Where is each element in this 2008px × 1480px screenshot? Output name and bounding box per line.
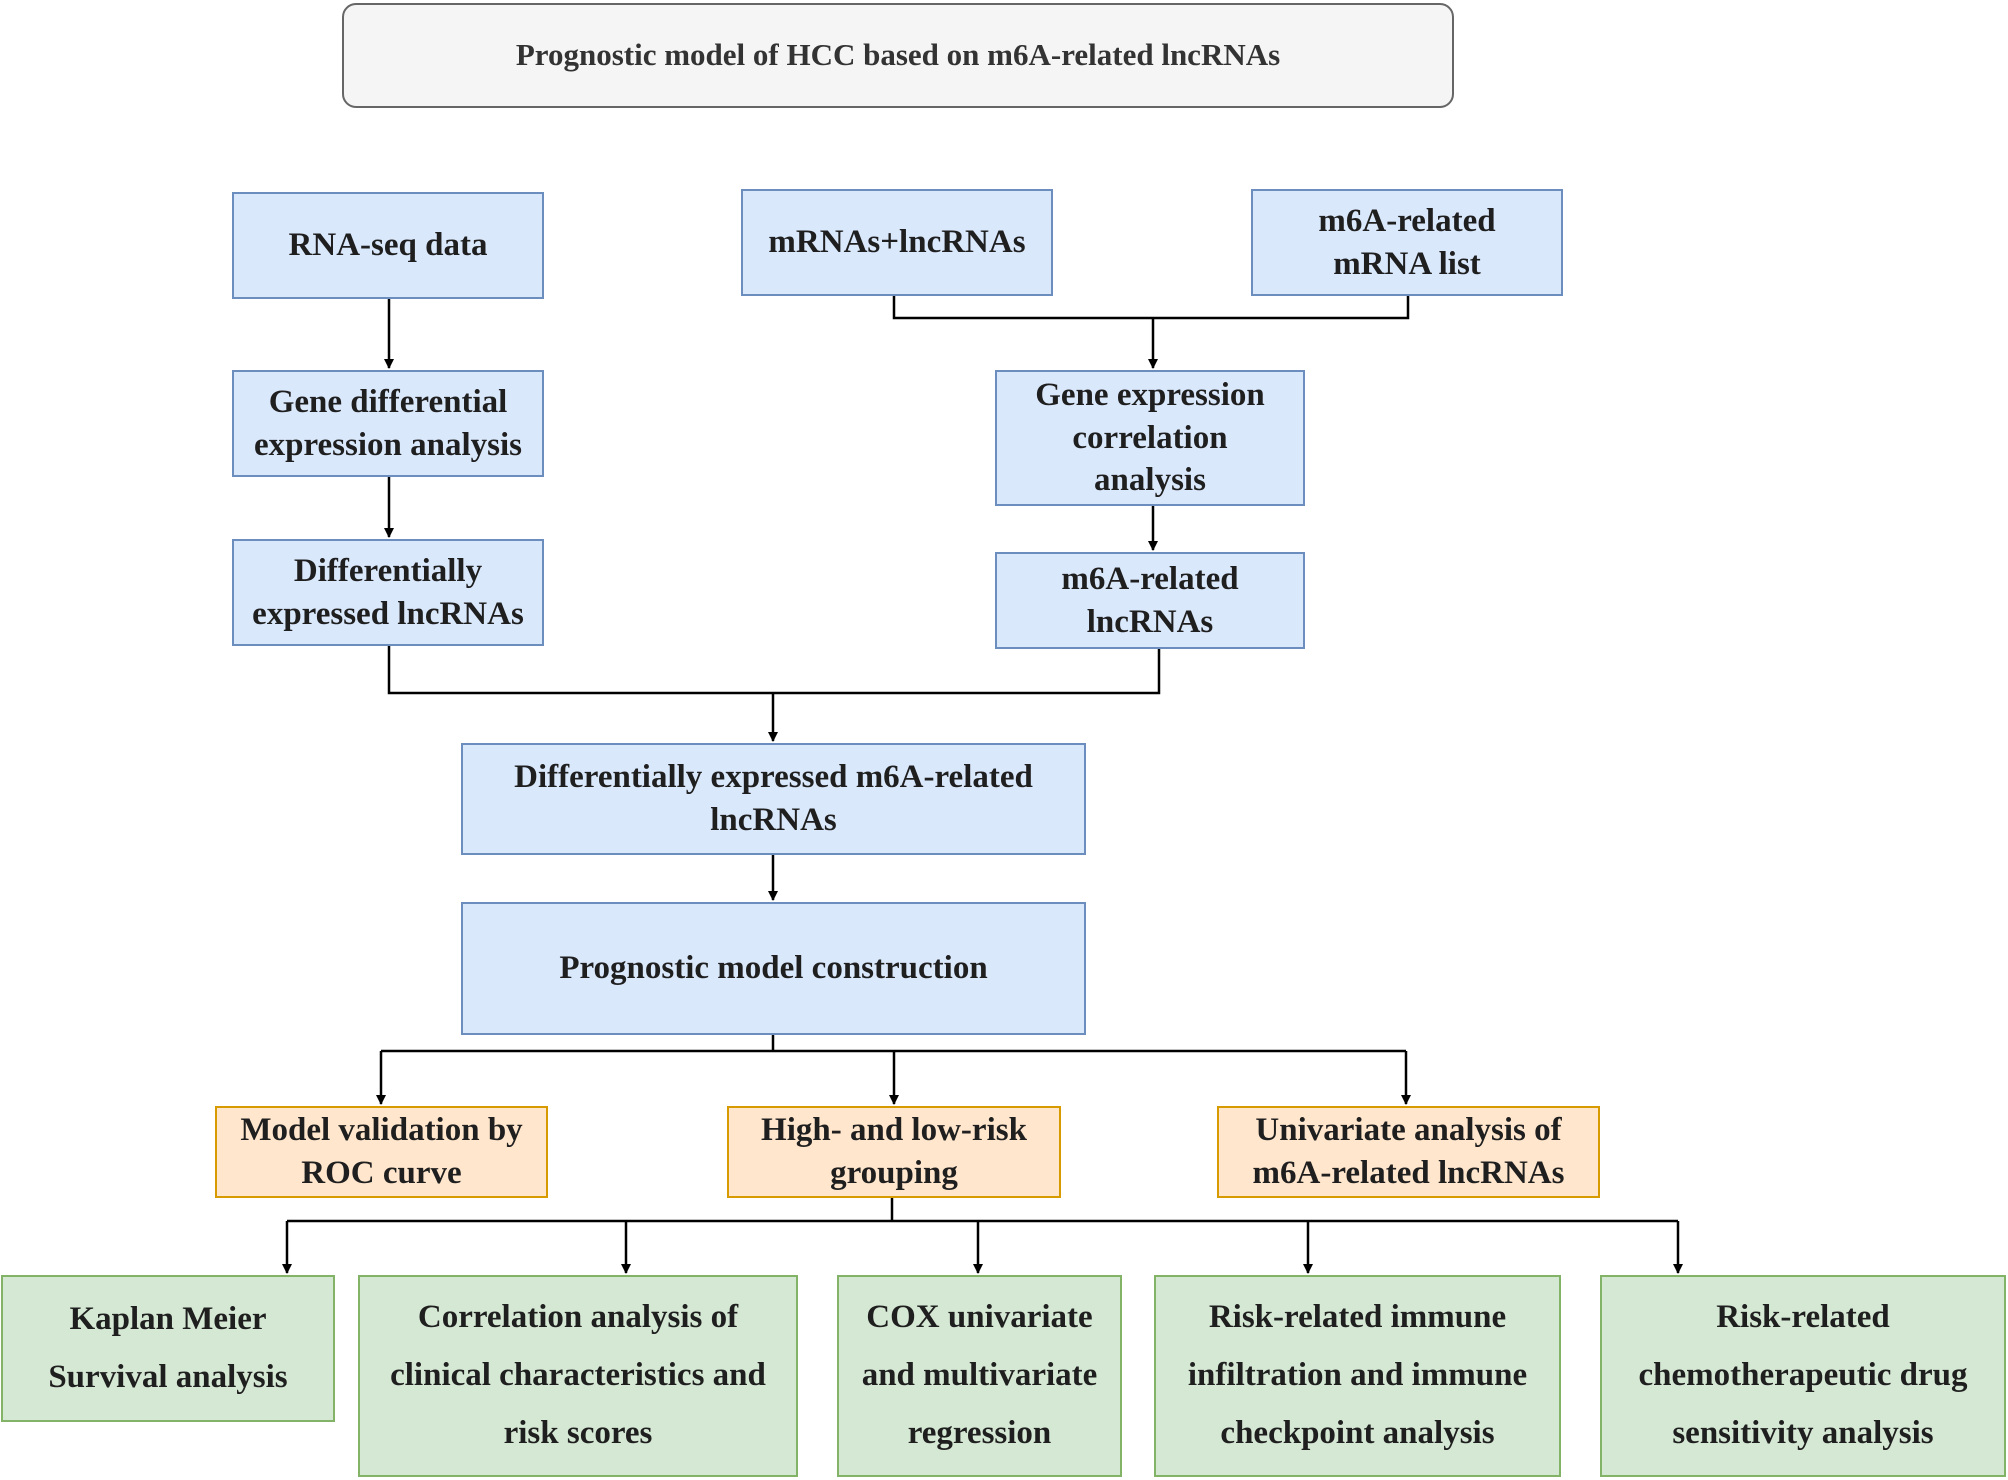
node-rna-seq-data: RNA-seq data [232, 192, 544, 299]
node-gene-differential-expression: Gene differential expression analysis [232, 370, 544, 477]
node-univariate-analysis: Univariate analysis of m6A-related lncRN… [1217, 1106, 1600, 1198]
node-m6a-related-lncrnas: m6A-related lncRNAs [995, 552, 1305, 649]
node-diff-expressed-m6a-lncrnas: Differentially expressed m6A-related lnc… [461, 743, 1086, 855]
node-roc-validation: Model validation by ROC curve [215, 1106, 548, 1198]
node-immune-infiltration: Risk-related immune infiltration and imm… [1154, 1275, 1561, 1477]
node-drug-sensitivity: Risk-related chemotherapeutic drug sensi… [1600, 1275, 2006, 1477]
node-gene-expression-correlation: Gene expression correlation analysis [995, 370, 1305, 506]
node-mrnas-lncrnas: mRNAs+lncRNAs [741, 189, 1053, 296]
node-cox-regression: COX univariate and multivariate regressi… [837, 1275, 1122, 1477]
node-kaplan-meier: Kaplan Meier Survival analysis [1, 1275, 335, 1422]
node-prognostic-model-construction: Prognostic model construction [461, 902, 1086, 1035]
node-clinical-correlation: Correlation analysis of clinical charact… [358, 1275, 798, 1477]
diagram-title: Prognostic model of HCC based on m6A-rel… [342, 3, 1454, 108]
connector-mrna-lnc-down [892, 296, 1410, 320]
node-differentially-expressed-lncrnas: Differentially expressed lncRNAs [232, 539, 544, 646]
node-risk-grouping: High- and low-risk grouping [727, 1106, 1061, 1198]
node-m6a-mrna-list: m6A-related mRNA list [1251, 189, 1563, 296]
connector-difflnc-m6alnc-join [387, 646, 1161, 695]
